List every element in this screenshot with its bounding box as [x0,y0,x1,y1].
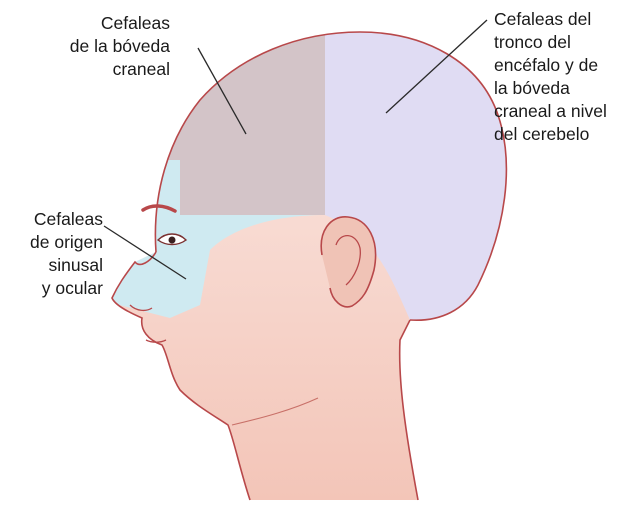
label-cranial-vault: Cefaleas de la bóveda craneal [70,12,170,81]
label-sinus-ocular: Cefaleas de origen sinusal y ocular [30,208,103,300]
label-brainstem-cerebellum: Cefaleas del tronco del encéfalo y de la… [494,8,607,146]
iris [169,237,176,244]
